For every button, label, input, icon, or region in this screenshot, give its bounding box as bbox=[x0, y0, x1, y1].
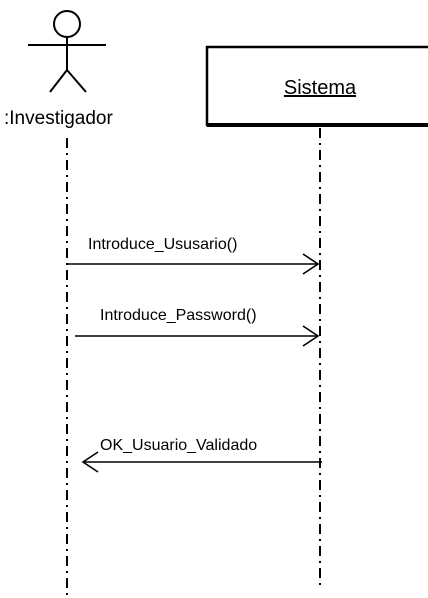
message-3-arrow bbox=[81, 451, 322, 473]
message-3-label: OK_Usuario_Validado bbox=[100, 437, 257, 454]
object-label: Sistema bbox=[284, 77, 357, 99]
object-box bbox=[205, 45, 428, 127]
message-1-label: Introduce_Ususario() bbox=[88, 236, 237, 253]
actor-label: :Investigador bbox=[4, 108, 113, 129]
actor-stick-figure-icon bbox=[28, 10, 106, 93]
message-2-arrow bbox=[75, 325, 320, 347]
message-1-arrow bbox=[67, 253, 320, 275]
message-2-label: Introduce_Password() bbox=[100, 307, 257, 324]
